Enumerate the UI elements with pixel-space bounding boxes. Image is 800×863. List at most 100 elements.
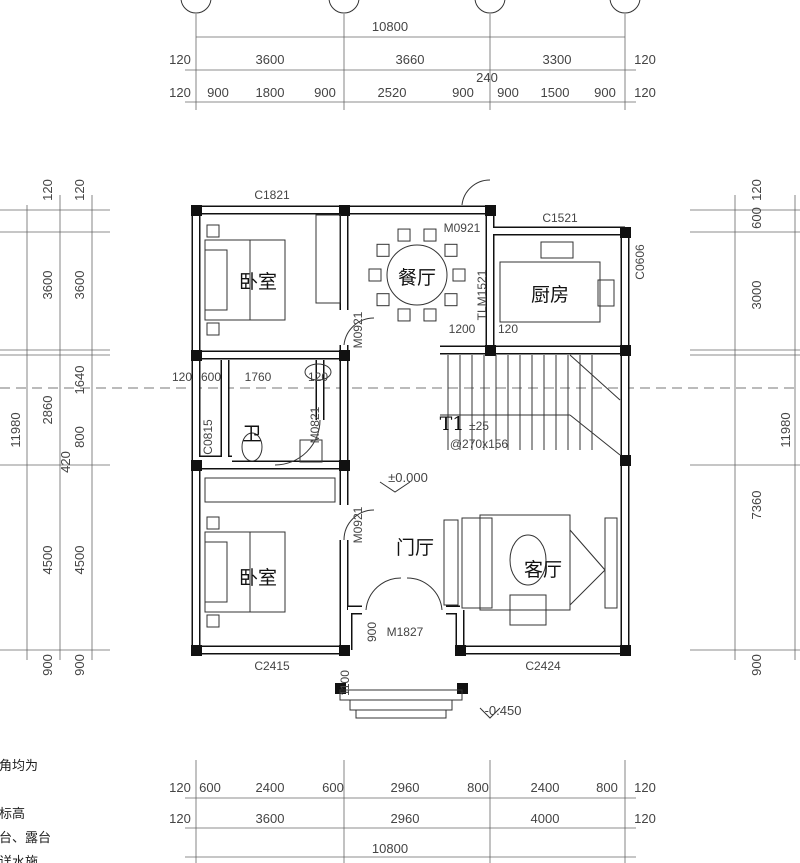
dimension-label: 900	[749, 654, 764, 676]
kitchen-counter	[499, 261, 601, 323]
axis-bubble	[328, 0, 360, 14]
nightstand	[206, 516, 220, 530]
column	[620, 227, 631, 238]
dimension-label: 1500	[541, 85, 570, 100]
labels: 10800 120 3600 3660 3300 120 240 120 900 1800 900 2…	[0, 19, 793, 863]
column	[191, 645, 202, 656]
axis-bubble	[609, 0, 641, 14]
axis-bubble	[474, 0, 506, 14]
dimension-label: 800	[596, 780, 618, 795]
column	[339, 460, 350, 471]
dimension-label: 600	[749, 207, 764, 229]
opening-label: C0815	[201, 419, 215, 455]
chair	[376, 293, 390, 307]
chair	[423, 308, 437, 322]
dimension-label: 600	[199, 780, 221, 795]
dimension-label: 4000	[531, 811, 560, 826]
opening-label: C1821	[254, 188, 290, 202]
dimension-label: 900	[452, 85, 474, 100]
stove	[597, 279, 615, 307]
opening-label: M0821	[308, 406, 322, 443]
dimension-label: 120	[40, 179, 55, 201]
dimension-label: 120	[634, 811, 656, 826]
stair-symbol	[569, 569, 606, 606]
door-swing	[365, 577, 402, 611]
stair-label: T1	[440, 413, 465, 435]
dimension-label: 3660	[396, 52, 425, 67]
door-swing	[343, 509, 375, 541]
room-label: 卧室	[239, 567, 277, 589]
column	[339, 205, 350, 216]
chair	[452, 268, 466, 282]
dimension-label: 2860	[40, 396, 55, 425]
sofa	[461, 517, 493, 609]
coffee-table	[509, 534, 547, 586]
door-swing	[343, 317, 375, 346]
opening-label: M0921	[351, 311, 365, 348]
dimension-label: 3600	[72, 271, 87, 300]
dimension-label: 900	[40, 654, 55, 676]
dimension-label: 900	[594, 85, 616, 100]
chair	[444, 293, 458, 307]
door-swing	[274, 419, 321, 466]
dimension-label: 3600	[256, 52, 285, 67]
nightstand	[206, 322, 220, 336]
chair	[397, 228, 411, 242]
opening-label: C2415	[254, 659, 290, 673]
column	[485, 345, 496, 356]
elevation-label: -0.450	[485, 703, 522, 718]
dimension-label: 900	[314, 85, 336, 100]
dimension-label: 3300	[543, 52, 572, 67]
washing-machine	[299, 439, 323, 463]
room-label: 门厅	[396, 537, 434, 559]
stair-symbol	[569, 529, 606, 571]
stair-line	[569, 354, 621, 401]
column	[339, 645, 350, 656]
opening-label: 900	[365, 622, 379, 642]
chair	[368, 268, 382, 282]
note-text: 层标高	[0, 806, 25, 822]
column	[455, 645, 466, 656]
dimension-label: 120	[634, 85, 656, 100]
entrance-step	[349, 699, 453, 711]
elevation-marker	[379, 481, 411, 493]
dimension-label: 3600	[256, 811, 285, 826]
entrance-step	[339, 689, 463, 701]
dimension-label: 120	[749, 179, 764, 201]
tv-cabinet	[443, 519, 459, 606]
dimension-label: 900	[207, 85, 229, 100]
dimension-label: 3600	[40, 271, 55, 300]
note-text: 阳台、露台	[0, 831, 51, 846]
dimension-label: 800	[72, 426, 87, 448]
dimension-label: 120	[634, 780, 656, 795]
dimension-label: 2960	[391, 780, 420, 795]
nightstand	[206, 224, 220, 238]
dimension-label: 10800	[372, 19, 408, 34]
stair-tread-size: @270x156	[450, 437, 509, 451]
dimension-label: 11980	[778, 412, 793, 447]
dimension-label: 1640	[72, 366, 87, 395]
dimension-label: 1800	[256, 85, 285, 100]
note-text: 置详水施	[0, 855, 38, 863]
chair	[444, 243, 458, 257]
dimension-label: 240	[476, 70, 498, 85]
axis-bubble	[180, 0, 212, 14]
dimension-label: 120	[634, 52, 656, 67]
dining-table	[386, 244, 448, 306]
dimension-label: 120	[169, 85, 191, 100]
cabinet	[604, 517, 618, 609]
dimension-label: 900	[72, 654, 87, 676]
dimension-label: 7360	[749, 491, 764, 520]
column	[620, 645, 631, 656]
opening-label: M1827	[387, 625, 424, 639]
column	[191, 460, 202, 471]
nightstand	[206, 614, 220, 628]
opening-label: 120	[172, 370, 192, 384]
dimension-label: 2960	[391, 811, 420, 826]
column	[191, 350, 202, 361]
opening-label: 1100	[338, 670, 352, 696]
stair-steps: ±25	[469, 419, 489, 433]
opening-label: 1200	[449, 322, 476, 336]
chair	[423, 228, 437, 242]
